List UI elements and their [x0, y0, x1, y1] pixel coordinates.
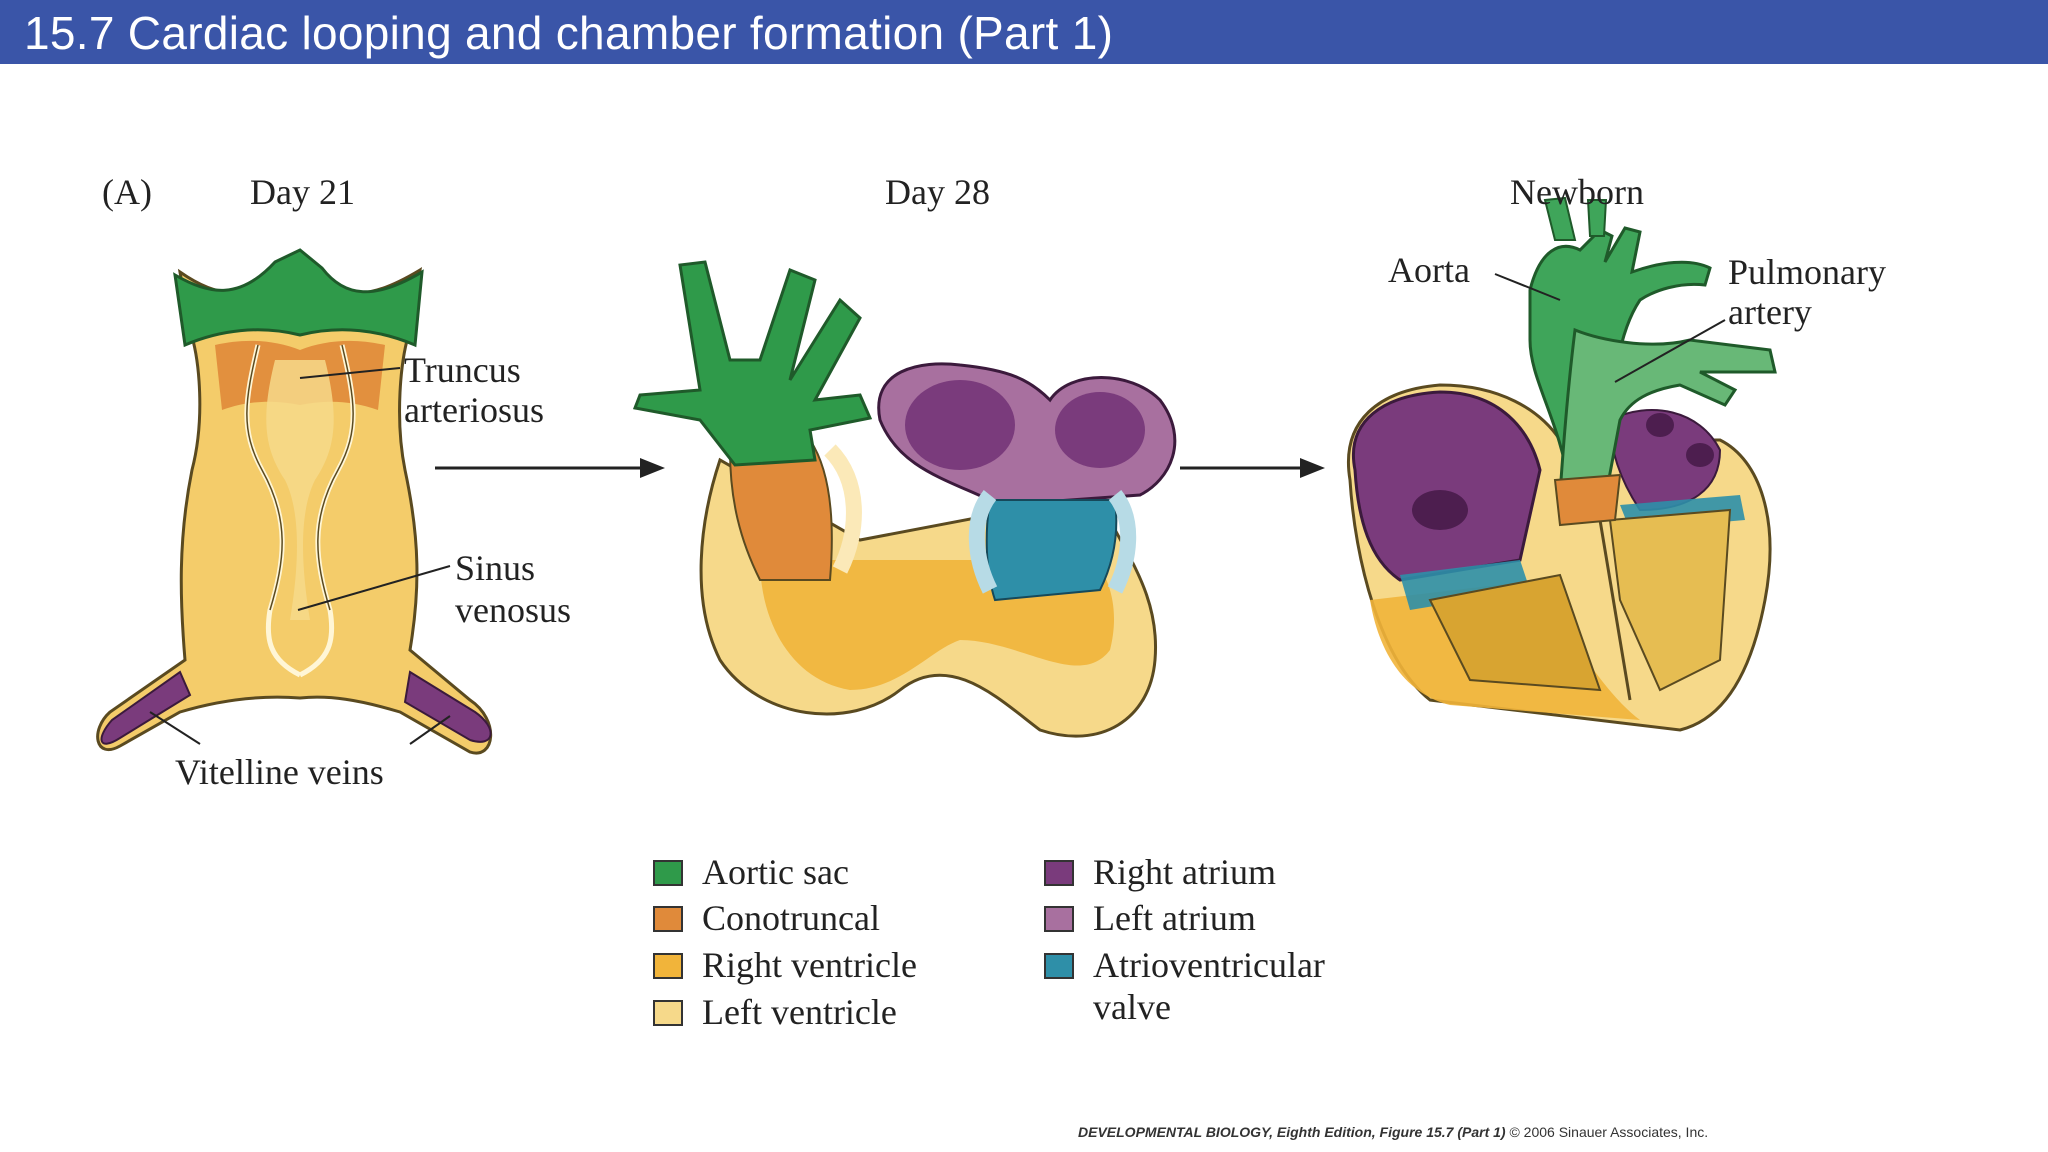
panel-label: (A) — [102, 172, 152, 212]
day21-heart-tube — [96, 248, 493, 755]
stage-label-day28: Day 28 — [885, 172, 990, 212]
stage-label-newborn: Newborn — [1510, 172, 1644, 212]
label-vitelline-veins: Vitelline veins — [175, 752, 384, 792]
label-aorta: Aorta — [1388, 250, 1470, 290]
legend-label-aortic-sac: Aortic sac — [702, 852, 849, 892]
stage-label-day21: Day 21 — [250, 172, 355, 212]
label-pulmonary-line1: Pulmonary — [1728, 252, 1886, 292]
label-sinus-line2: venosus — [455, 590, 571, 630]
day28-looped-heart — [632, 260, 1177, 738]
slide-title: 15.7 Cardiac looping and chamber formati… — [24, 7, 1114, 59]
label-truncus-line1: Truncus — [404, 350, 521, 390]
label-truncus-line2: arteriosus — [404, 390, 544, 430]
legend-label-right-atrium: Right atrium — [1093, 852, 1276, 892]
title-bar: 15.7 Cardiac looping and chamber formati… — [0, 0, 2048, 64]
legend-swatch-aortic-sac — [653, 860, 683, 886]
credit-copyright: © 2006 Sinauer Associates, Inc. — [1509, 1124, 1709, 1140]
arrow-day21-to-day28 — [435, 458, 665, 478]
legend-swatch-left-ventricle — [653, 1000, 683, 1026]
legend-label-av-valve-line2: valve — [1093, 987, 1171, 1027]
legend-swatch-right-ventricle — [653, 953, 683, 979]
credit-book: DEVELOPMENTAL BIOLOGY, Eighth Edition, F… — [1078, 1124, 1506, 1140]
legend-swatch-conotruncal — [653, 906, 683, 932]
legend-label-left-ventricle: Left ventricle — [702, 992, 897, 1032]
legend-swatch-left-atrium — [1044, 906, 1074, 932]
legend-swatch-av-valve — [1044, 953, 1074, 979]
legend-label-conotruncal: Conotruncal — [702, 898, 880, 938]
legend-label-av-valve-line1: Atrioventricular — [1093, 945, 1325, 985]
legend-label-right-ventricle: Right ventricle — [702, 945, 917, 985]
legend-swatch-right-atrium — [1044, 860, 1074, 886]
figure-credit: DEVELOPMENTAL BIOLOGY, Eighth Edition, F… — [1078, 1124, 1708, 1140]
arrow-day28-to-newborn — [1180, 458, 1325, 478]
newborn-heart — [1347, 196, 1777, 732]
label-pulmonary-line2: artery — [1728, 292, 1812, 332]
label-sinus-line1: Sinus — [455, 548, 536, 588]
legend-label-left-atrium: Left atrium — [1093, 898, 1256, 938]
